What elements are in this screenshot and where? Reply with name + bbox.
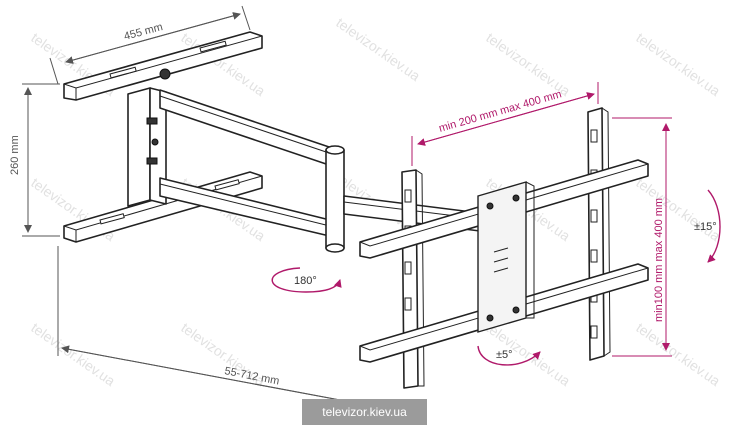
height-label: 260 mm [9,135,21,175]
vesa-horizontal-label: min 200 mm max 400 mm [438,88,564,135]
dimension-height: 260 mm [9,83,60,237]
swivel-indicator: 180° [271,267,342,293]
watermark: televizor.kiev.ua [28,319,118,389]
dimension-vesa-vertical: min100 mm max 400 mm [612,117,672,357]
rotate-label: ±15° [694,221,717,233]
watermark: televizor.kiev.ua [633,319,723,389]
rotate-indicator: ±15° [694,189,721,263]
wall-plate [63,31,263,243]
watermark: televizor.kiev.ua [633,174,723,244]
tilt-indicator: ±5° [477,345,541,366]
site-label: televizor.kiev.ua [302,399,427,425]
watermark: televizor.kiev.ua [633,29,723,99]
watermark: televizor.kiev.ua [483,29,573,99]
swivel-label: 180° [294,275,317,287]
dimension-width: 455 mm [49,5,251,85]
dimension-vesa-horizontal: min 200 mm max 400 mm [411,82,599,166]
width-label: 455 mm [123,21,165,43]
tilt-label: ±5° [496,349,513,361]
tv-bracket [359,107,649,389]
vesa-vertical-label: min100 mm max 400 mm [653,198,665,322]
watermark: televizor.kiev.ua [333,14,423,84]
